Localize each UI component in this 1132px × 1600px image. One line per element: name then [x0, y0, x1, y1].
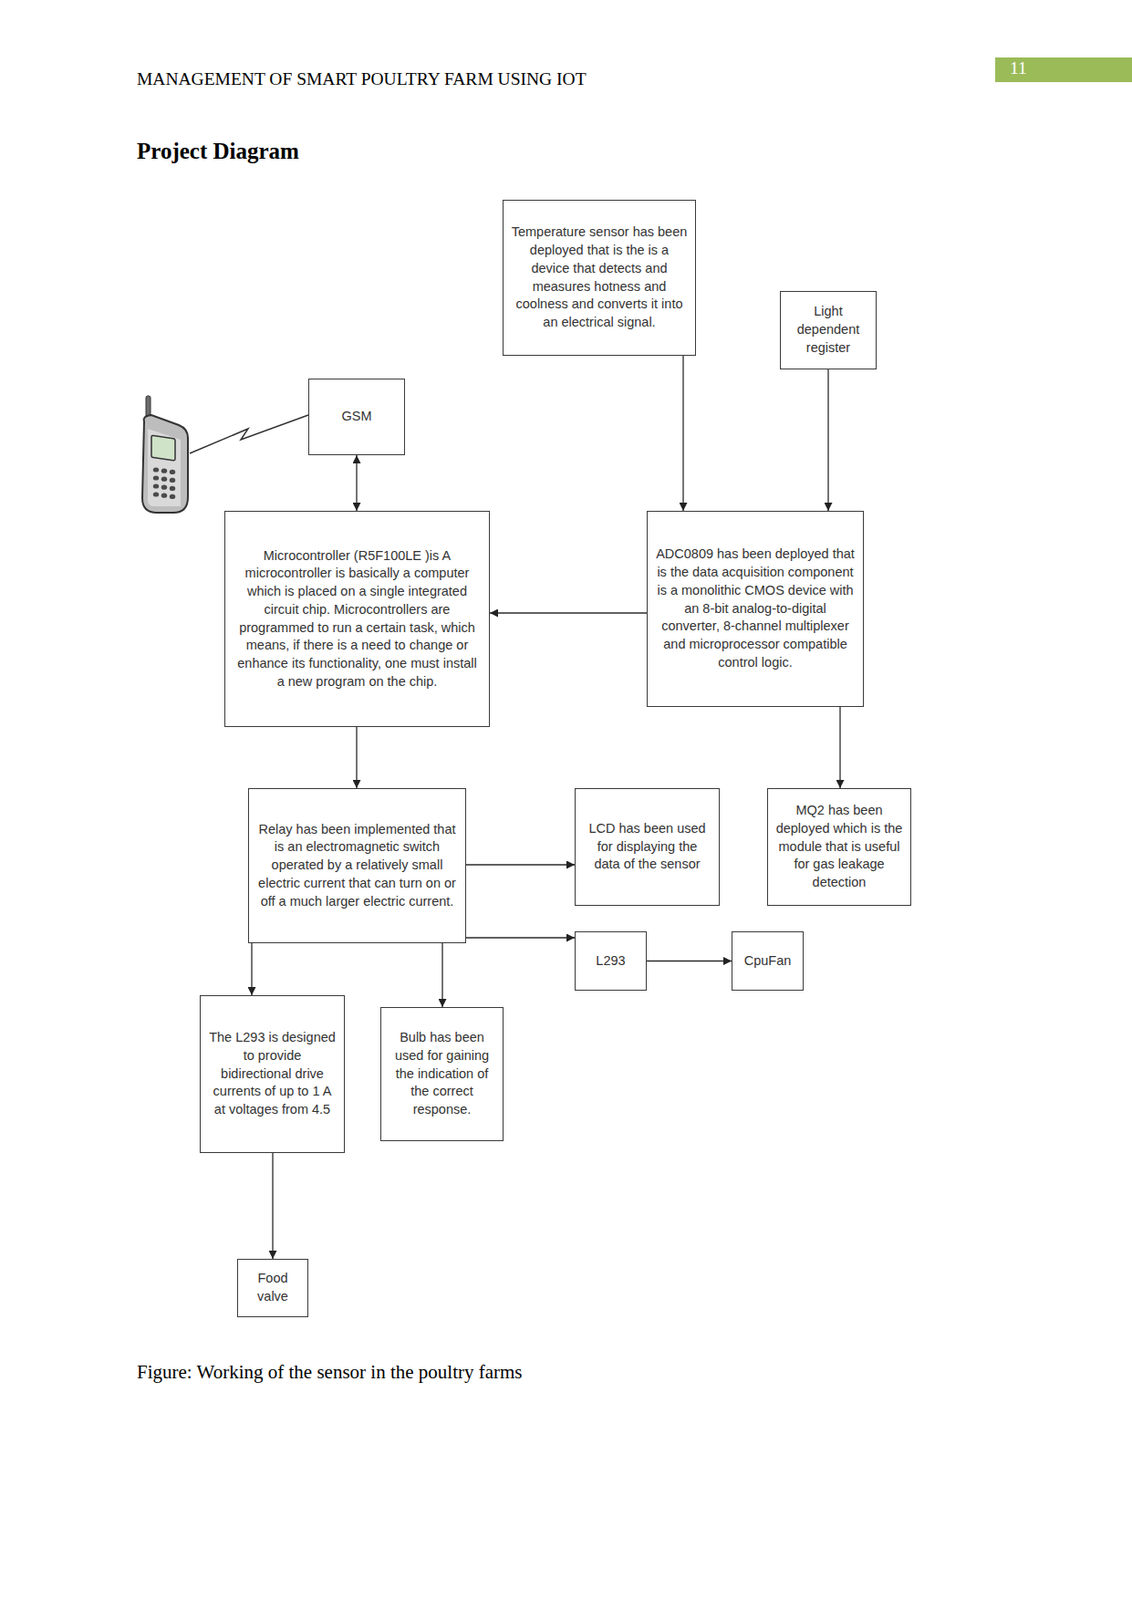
module-box: GSM	[308, 378, 406, 456]
arrow-connector	[355, 726, 357, 789]
keypad-key	[169, 494, 176, 499]
keypad-key	[153, 467, 159, 472]
driver-box: L293	[574, 931, 647, 991]
arrow-connector	[839, 706, 841, 789]
indicator-box: Bulb has been used for gaining the indic…	[380, 1007, 504, 1142]
box-text: LCD has been used for displaying the dat…	[582, 820, 712, 874]
sensor-box: Light dependent register	[779, 290, 877, 370]
figure-caption: Figure: Working of the sensor in the pou…	[136, 1360, 523, 1384]
arrow-connector	[355, 455, 357, 511]
box-text: Bulb has been used for gaining the indic…	[388, 1028, 496, 1120]
box-text: Microcontroller (R5F100LE )is A microcon…	[232, 547, 482, 692]
keypad-key	[169, 477, 176, 483]
box-text: L293	[595, 952, 625, 971]
box-text: Temperature sensor has been deployed tha…	[510, 223, 688, 332]
page-number: 11	[1009, 58, 1028, 79]
arrow-connector	[646, 960, 732, 962]
keypad-key	[153, 483, 159, 489]
valve-box: Food valve	[237, 1258, 309, 1318]
keypad-key	[153, 491, 159, 497]
arrow-connector	[441, 943, 443, 1008]
display-box: LCD has been used for displaying the dat…	[574, 788, 720, 906]
fan-box: CpuFan	[731, 931, 804, 991]
keypad-key	[169, 486, 176, 491]
keypad-key	[161, 485, 167, 490]
converter-box: ADC0809 has been deployed that is the da…	[646, 510, 864, 707]
keypad-key	[161, 493, 167, 499]
arrow-connector	[466, 936, 575, 938]
keypad-key	[161, 477, 167, 482]
box-text: MQ2 has been deployed which is the modul…	[775, 801, 904, 893]
box-text: ADC0809 has been deployed that is the da…	[654, 545, 856, 672]
arrow-connector	[466, 863, 575, 865]
keypad-key	[161, 468, 167, 474]
wireless-link	[189, 415, 309, 454]
diagram-title: Project Diagram	[136, 138, 300, 165]
arrow-connector	[827, 369, 829, 511]
mobile-phone-icon	[142, 395, 188, 513]
box-text: GSM	[341, 407, 372, 426]
box-text: Light dependent register	[788, 302, 869, 357]
box-text: Relay has been implemented that is an el…	[256, 820, 458, 912]
arrow-connector	[682, 355, 684, 511]
keypad-key	[153, 475, 159, 480]
keypad-key	[169, 469, 176, 475]
relay-box: Relay has been implemented that is an el…	[248, 788, 467, 944]
driver-box: The L293 is designed to provide bidirect…	[199, 995, 345, 1153]
sensor-box: MQ2 has been deployed which is the modul…	[767, 788, 912, 906]
running-header: MANAGEMENT OF SMART POULTRY FARM USING I…	[136, 69, 587, 90]
box-text: CpuFan	[744, 952, 792, 971]
arrow-connector	[489, 612, 647, 613]
controller-box: Microcontroller (R5F100LE )is A microcon…	[224, 510, 490, 727]
sensor-box: Temperature sensor has been deployed tha…	[502, 199, 696, 356]
arrow-connector	[271, 1152, 273, 1259]
arrow-connector	[250, 943, 252, 996]
box-text: Food valve	[245, 1269, 301, 1306]
box-text: The L293 is designed to provide bidirect…	[207, 1028, 337, 1120]
